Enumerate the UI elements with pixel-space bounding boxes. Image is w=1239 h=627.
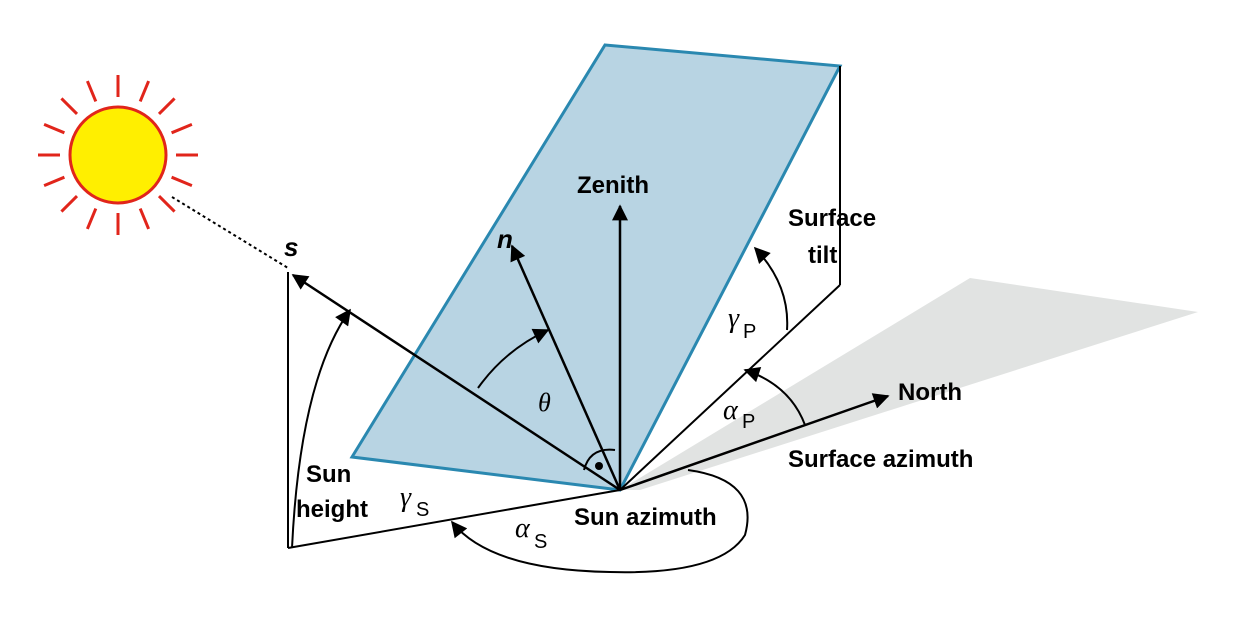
sun-disc — [68, 105, 168, 205]
surface-tilt-arc — [753, 246, 789, 331]
sun-icon — [38, 75, 198, 235]
sun-ray — [60, 97, 79, 116]
sun-ray — [43, 122, 65, 135]
sun-azimuth-arc — [451, 469, 749, 574]
vector-n-label: n — [497, 224, 513, 254]
north-label: North — [898, 379, 962, 406]
surface-azimuth-label: Surface azimuth — [788, 446, 973, 473]
sun-ray — [85, 80, 98, 102]
normal-vector-n — [510, 244, 622, 491]
zenith-label: Zenith — [577, 172, 649, 199]
surface-tilt-label-2: tilt — [808, 242, 837, 269]
gamma-p-subscript: P — [743, 321, 756, 343]
ground-shadow — [620, 278, 1198, 490]
panel-support-base — [619, 284, 841, 491]
sun-ray — [138, 208, 151, 230]
sun-height-arc — [291, 308, 351, 549]
gamma-s-subscript: S — [416, 499, 429, 521]
right-angle-dot — [595, 462, 603, 470]
sun-azimuth-label: Sun azimuth — [574, 504, 717, 531]
sun-ray — [157, 194, 176, 213]
surface-tilt-label-1: Surface — [788, 205, 876, 232]
alpha-s-symbol: α — [515, 513, 531, 544]
sun-height-label-1: Sun — [306, 461, 351, 488]
right-angle-marker — [583, 448, 616, 471]
gamma-s-symbol: γ — [400, 482, 412, 513]
sun-ray — [60, 194, 79, 213]
theta-arc — [477, 328, 550, 389]
alpha-p-subscript: P — [742, 411, 755, 433]
surface-azimuth-arc — [743, 366, 806, 426]
sun-ray — [43, 175, 65, 188]
theta-symbol: θ — [538, 388, 551, 417]
alpha-s-subscript: S — [534, 531, 547, 553]
sun-ray — [171, 122, 193, 135]
north-vector — [619, 393, 890, 492]
sun-ray — [171, 175, 193, 188]
sun-ray — [85, 208, 98, 230]
vector-s-label: s — [284, 232, 298, 262]
sun-ray — [157, 97, 176, 116]
sun-height-label-2: height — [296, 496, 368, 523]
alpha-p-symbol: α — [723, 395, 739, 426]
sun-ray-dashed — [171, 196, 289, 269]
gamma-p-symbol: γ — [728, 303, 740, 334]
sun-triangle-base — [287, 489, 621, 549]
sun-ray — [138, 80, 151, 102]
